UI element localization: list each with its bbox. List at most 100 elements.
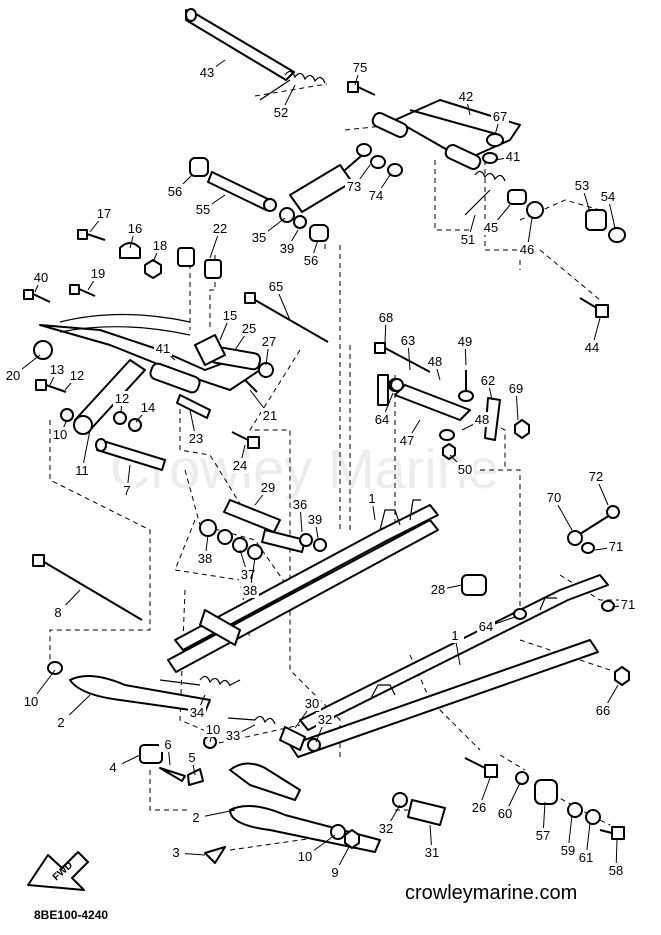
part-number-backdrop <box>240 321 258 336</box>
part-number-backdrop <box>167 845 185 860</box>
part-number-backdrop <box>456 334 474 349</box>
part-number-backdrop <box>351 60 369 75</box>
part-number-backdrop <box>345 179 363 194</box>
part-number-label: 14 <box>141 400 155 415</box>
part-number-backdrop <box>587 469 605 484</box>
part-number-backdrop <box>51 427 69 442</box>
part-number-backdrop <box>272 105 290 120</box>
part-number-label: 55 <box>196 202 210 217</box>
part-number-backdrop <box>306 512 324 527</box>
part-number-label: 68 <box>379 310 393 325</box>
part-number-label: 75 <box>353 60 367 75</box>
part-number-backdrop <box>473 412 491 427</box>
part-number-label: 5 <box>188 750 195 765</box>
part-number-backdrop <box>126 221 144 236</box>
part-number-label: 69 <box>509 381 523 396</box>
part-number-label: 52 <box>274 105 288 120</box>
part-number-label: 45 <box>484 220 498 235</box>
part-number-backdrop <box>559 843 577 858</box>
part-number-label: 15 <box>223 308 237 323</box>
part-number-backdrop <box>607 863 625 878</box>
part-number-label: 24 <box>233 458 247 473</box>
part-number-label: 73 <box>347 179 361 194</box>
part-number-backdrop <box>259 480 277 495</box>
part-number-label: 10 <box>206 722 220 737</box>
part-number-backdrop <box>507 381 525 396</box>
part-number-backdrop <box>89 266 107 281</box>
part-number-label: 62 <box>481 373 495 388</box>
part-number-backdrop <box>32 270 50 285</box>
part-number-label: 59 <box>561 843 575 858</box>
part-number-label: 16 <box>128 221 142 236</box>
part-number-backdrop <box>373 412 391 427</box>
part-number-label: 10 <box>53 427 67 442</box>
part-number-label: 56 <box>168 184 182 199</box>
part-number-label: 51 <box>461 232 475 247</box>
website-url: crowleymarine.com <box>405 882 577 904</box>
part-number-backdrop <box>491 109 509 124</box>
part-number-backdrop <box>518 242 536 257</box>
part-number-backdrop <box>302 253 320 268</box>
part-number-backdrop <box>429 582 447 597</box>
part-number-backdrop <box>303 696 321 711</box>
part-number-backdrop <box>377 310 395 325</box>
part-number-label: 67 <box>493 109 507 124</box>
part-number-label: 18 <box>153 238 167 253</box>
part-number-backdrop <box>363 491 381 506</box>
part-number-label: 50 <box>458 462 472 477</box>
part-number-label: 49 <box>458 334 472 349</box>
part-number-backdrop <box>619 597 637 612</box>
part-number-backdrop <box>211 221 229 236</box>
part-number-backdrop <box>52 715 70 730</box>
part-number-backdrop <box>73 463 91 478</box>
part-number-backdrop <box>231 458 249 473</box>
part-number-backdrop <box>260 334 278 349</box>
part-number-backdrop <box>496 806 514 821</box>
part-number-backdrop <box>577 850 595 865</box>
part-number-backdrop <box>398 433 416 448</box>
part-number-label: 39 <box>280 241 294 256</box>
part-number-backdrop <box>241 583 259 598</box>
part-number-label: 3 <box>172 845 179 860</box>
part-number-label: 64 <box>479 619 493 634</box>
part-number-label: 26 <box>472 800 486 815</box>
part-number-backdrop <box>104 760 122 775</box>
part-number-backdrop <box>221 308 239 323</box>
part-number-backdrop <box>204 722 222 737</box>
part-number-backdrop <box>573 178 591 193</box>
part-number-label: 4 <box>109 760 116 775</box>
part-number-backdrop <box>224 728 242 743</box>
part-number-backdrop <box>159 737 177 752</box>
part-number-backdrop <box>479 373 497 388</box>
drawing-code: 8BE100-4240 <box>34 908 108 922</box>
part-number-label: 65 <box>269 279 283 294</box>
part-number-backdrop <box>250 230 268 245</box>
part-number-label: 74 <box>369 188 383 203</box>
part-number-backdrop <box>470 800 488 815</box>
part-number-backdrop <box>188 705 206 720</box>
part-number-backdrop <box>154 341 172 356</box>
part-number-label: 19 <box>91 266 105 281</box>
part-number-backdrop <box>151 238 169 253</box>
part-number-label: 47 <box>400 433 414 448</box>
part-number-backdrop <box>296 849 314 864</box>
part-number-backdrop <box>291 497 309 512</box>
part-number-backdrop <box>367 188 385 203</box>
part-number-label: 6 <box>164 737 171 752</box>
part-number-backdrop <box>316 712 334 727</box>
part-number-backdrop <box>426 354 444 369</box>
part-number-label: 38 <box>243 583 257 598</box>
part-number-label: 32 <box>318 712 332 727</box>
part-number-backdrop <box>583 340 601 355</box>
part-number-label: 33 <box>226 728 240 743</box>
part-number-label: 41 <box>506 149 520 164</box>
part-number-backdrop <box>459 232 477 247</box>
part-number-label: 66 <box>596 703 610 718</box>
part-number-backdrop <box>545 490 563 505</box>
part-number-backdrop <box>377 821 395 836</box>
part-number-backdrop <box>239 567 257 582</box>
part-number-label: 57 <box>536 828 550 843</box>
part-number-label: 44 <box>585 340 599 355</box>
part-number-label: 35 <box>252 230 266 245</box>
